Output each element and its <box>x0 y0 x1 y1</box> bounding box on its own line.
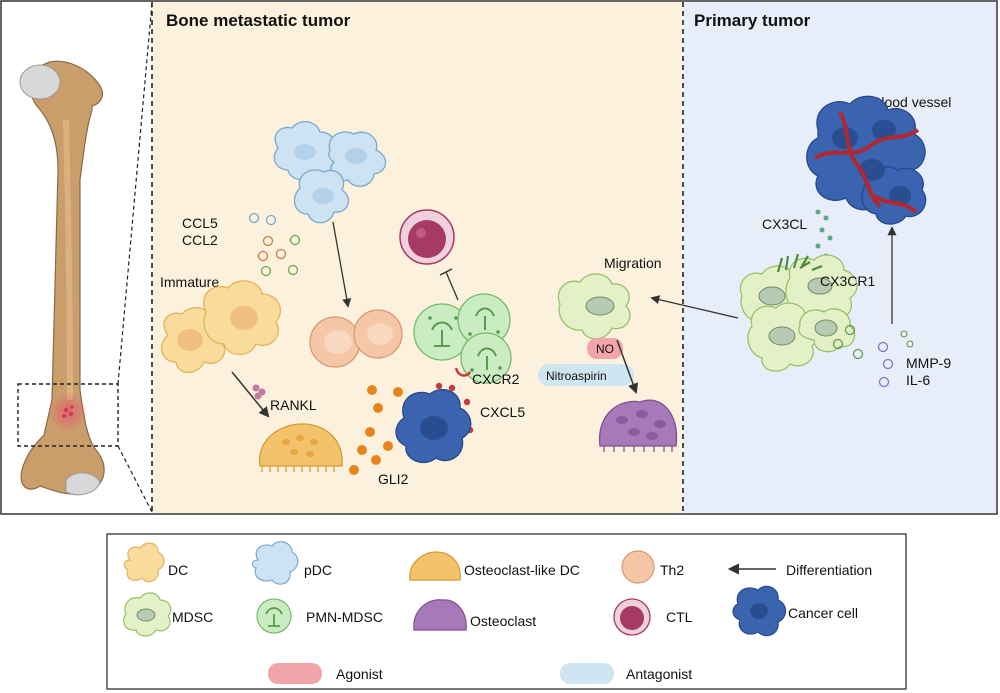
osteoclast-like-dc-cell <box>259 423 343 472</box>
cx3cr1-receptor-icon <box>776 253 823 273</box>
arrow-pdc-to-th2 <box>332 221 352 308</box>
inhibition-bar <box>439 268 453 276</box>
legend-ctl: CTL <box>613 598 693 636</box>
legend-cancer-cell-label: Cancer cell <box>788 605 858 621</box>
primary-tumor-title: Primary tumor <box>694 11 811 30</box>
legend-osteoclast-like-dc: Osteoclast-like DC <box>409 551 580 581</box>
legend-agonist: Agonist <box>268 663 383 684</box>
legend-osteoclast-like-dc-icon <box>409 551 461 581</box>
label-ccl5: CCL5 <box>182 215 218 231</box>
bone-metastatic-title: Bone metastatic tumor <box>166 11 351 30</box>
label-gli2: GLI2 <box>378 471 409 487</box>
zoom-line-bottom <box>117 445 153 513</box>
label-blood-vessel: Blood vessel <box>872 94 951 110</box>
arrow-dc-to-osteoclast-like-dc <box>231 371 270 418</box>
femur-bone-icon <box>19 60 105 496</box>
legend-differentiation: Differentiation <box>727 562 872 578</box>
rankl-molecule-icon <box>252 384 266 400</box>
label-migration: Migration <box>604 255 662 271</box>
label-cxcl5: CXCL5 <box>480 404 525 420</box>
ctl-cell <box>399 209 455 265</box>
pmn-mdsc-cluster <box>413 293 512 384</box>
cxcr2-receptor-icon <box>454 367 472 377</box>
legend-th2: Th2 <box>621 550 684 584</box>
cx3cl-chemokine-dots <box>815 209 833 259</box>
ccl-chemokine-dots <box>248 212 301 277</box>
legend-pmn-mdsc: PMN-MDSC <box>256 598 383 634</box>
legend-antagonist-label: Antagonist <box>626 666 692 682</box>
label-immature: Immature <box>160 274 219 290</box>
label-cx3cr1: CX3CR1 <box>820 273 875 289</box>
legend-antagonist: Antagonist <box>560 663 692 684</box>
legend-osteoclast-label: Osteoclast <box>470 613 536 629</box>
legend-osteoclast: Osteoclast <box>413 599 536 631</box>
legend-osteoclast-like-dc-label: Osteoclast-like DC <box>464 562 580 578</box>
primary-tumor-cancer-cluster <box>806 95 927 225</box>
label-no: NO <box>596 342 614 356</box>
label-cxcr2: CXCR2 <box>472 371 520 387</box>
inhibition-pmn-to-ctl <box>445 271 459 301</box>
arrow-migration <box>650 295 739 319</box>
label-rankl: RANKL <box>270 397 317 413</box>
legend-dc-label: DC <box>168 562 188 578</box>
legend-dc: DC <box>123 542 188 583</box>
gli2-molecule-dots <box>349 385 403 475</box>
label-ccl2: CCL2 <box>182 232 218 248</box>
label-cx3cl: CX3CL <box>762 216 807 232</box>
legend-pmn-mdsc-label: PMN-MDSC <box>306 609 383 625</box>
legend-osteoclast-icon <box>413 599 467 631</box>
immature-dc-cells <box>160 280 281 374</box>
legend-antagonist-swatch <box>560 663 614 684</box>
legend-th2-label: Th2 <box>660 562 684 578</box>
label-il6: IL-6 <box>906 372 930 388</box>
legend-mdsc-label: MDSC <box>172 609 213 625</box>
mdsc-cell-bone <box>557 273 631 340</box>
zoom-line-top <box>117 2 153 385</box>
legend-dc-icon <box>123 542 165 583</box>
secreted-factor-dots <box>832 324 914 388</box>
legend-cancer-cell: Cancer cell <box>732 585 858 637</box>
arrow-mdsc-to-osteoclast <box>616 339 639 394</box>
osteoclast-cell <box>598 399 678 452</box>
pdc-cell-cluster <box>273 121 387 224</box>
primary-panel-bg <box>683 2 996 513</box>
legend-pdc: pDC <box>251 541 332 585</box>
zoom-region-box <box>17 383 119 447</box>
legend-th2-icon <box>621 550 655 584</box>
legend-agonist-label: Agonist <box>336 666 383 682</box>
no-agonist-badge: NO <box>587 338 623 359</box>
legend-pdc-icon <box>251 541 299 585</box>
legend-box <box>106 533 907 690</box>
legend-differentiation-label: Differentiation <box>786 562 872 578</box>
th2-cell-pair <box>309 309 403 368</box>
legend-ctl-label: CTL <box>666 609 693 625</box>
primary-mdsc-cluster <box>739 254 858 372</box>
label-nitroaspirin: Nitroaspirin <box>546 369 607 383</box>
legend-mdsc: MDSC <box>123 592 213 637</box>
label-mmp9: MMP-9 <box>906 355 951 371</box>
legend-agonist-swatch <box>268 663 322 684</box>
legend-pdc-label: pDC <box>304 562 332 578</box>
cancer-cell-bone <box>395 389 472 463</box>
main-frame <box>0 0 998 515</box>
nitroaspirin-antagonist-badge: Nitroaspirin <box>538 364 634 386</box>
